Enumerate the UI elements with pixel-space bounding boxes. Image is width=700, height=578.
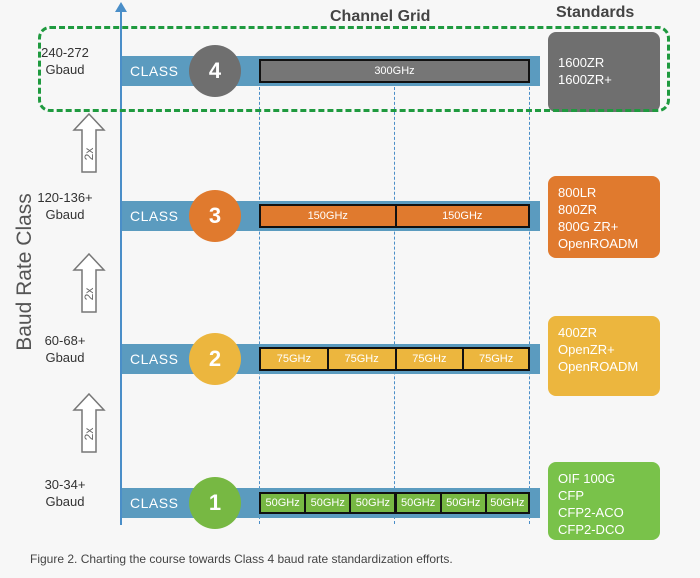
class-3-standards: 800LR 800ZR 800G ZR+ OpenROADM: [548, 176, 660, 258]
class-2-label: CLASS: [130, 351, 179, 367]
standard-item: OpenROADM: [558, 359, 639, 374]
class-2-standards: 400ZR OpenZR+ OpenROADM: [548, 316, 660, 396]
grid-guide-mid: [394, 62, 395, 524]
channel-cell: 75GHz: [326, 347, 397, 371]
baud-rate-unit: Gbaud: [45, 350, 85, 365]
baud-rate-value: 30-34+: [44, 477, 86, 492]
standards-header: Standards: [556, 4, 635, 21]
channel-cell: 50GHz: [304, 492, 352, 514]
figure-caption: Figure 2. Charting the course towards Cl…: [30, 552, 453, 566]
channel-cell: 50GHz: [259, 492, 307, 514]
standard-item: OIF 100G: [558, 471, 616, 486]
standard-item: 1600ZR: [558, 55, 605, 70]
class-3-label: CLASS: [130, 208, 179, 224]
doubling-arrow-icon: 2x: [72, 252, 106, 313]
baud-rate-value: 240-272: [41, 45, 89, 60]
channel-cell: 50GHz: [439, 492, 487, 514]
y-axis-arrow-icon: [115, 2, 127, 12]
channel-cell: 50GHz: [484, 492, 530, 514]
doubling-arrow-icon: 2x: [72, 112, 106, 173]
y-axis: [120, 10, 122, 525]
baud-rate-unit: Gbaud: [45, 207, 85, 222]
class-1-badge: 1: [189, 477, 241, 529]
channel-cell: 50GHz: [349, 492, 397, 514]
baud-rate-unit: Gbaud: [45, 494, 85, 509]
multiplier-label: 2x: [82, 148, 96, 161]
up-arrow-shape: 2x: [72, 112, 106, 173]
channel-cell: 150GHz: [259, 204, 397, 228]
channel-cell: 75GHz: [394, 347, 465, 371]
class-4-highlight-box: [38, 26, 670, 112]
class-2-badge: 2: [189, 333, 241, 385]
standard-item: OpenZR+: [558, 342, 615, 357]
baud-rate-label: 120-136+ Gbaud: [10, 189, 120, 223]
multiplier-label: 2x: [82, 288, 96, 301]
channel-grid-header: Channel Grid: [330, 8, 431, 25]
baud-rate-label: 30-34+ Gbaud: [10, 476, 120, 510]
class-1-label: CLASS: [130, 495, 179, 511]
standard-item: CFP2-ACO: [558, 505, 624, 520]
class-1-standards: OIF 100G CFP CFP2-ACO CFP2-DCO: [548, 462, 660, 540]
baud-rate-label: 60-68+ Gbaud: [10, 332, 120, 366]
channel-cell: 75GHz: [259, 347, 329, 371]
grid-guide-right: [529, 62, 530, 524]
channel-cell: 75GHz: [462, 347, 530, 371]
standard-item: 1600ZR+: [558, 72, 612, 87]
baud-rate-value: 120-136+: [37, 190, 93, 205]
multiplier-label: 2x: [82, 428, 96, 441]
channel-cell: 150GHz: [394, 204, 530, 228]
standard-item: OpenROADM: [558, 236, 639, 251]
standard-item: 800G ZR+: [558, 219, 619, 234]
baud-rate-value: 60-68+: [44, 333, 86, 348]
up-arrow-shape: 2x: [72, 392, 106, 453]
standard-item: 800ZR: [558, 202, 598, 217]
class-4-standards: 1600ZR 1600ZR+: [548, 32, 660, 112]
class-3-badge: 3: [189, 190, 241, 242]
standard-item: 800LR: [558, 185, 597, 200]
standard-item: CFP: [558, 488, 584, 503]
grid-guide-left: [259, 62, 260, 524]
channel-cell: 50GHz: [394, 492, 442, 514]
class-4-label: CLASS: [130, 63, 179, 79]
class-4-badge: 4: [189, 45, 241, 97]
doubling-arrow-icon: 2x: [72, 392, 106, 453]
standard-item: 400ZR: [558, 325, 598, 340]
baud-rate-unit: Gbaud: [45, 62, 85, 77]
up-arrow-shape: 2x: [72, 252, 106, 313]
standard-item: CFP2-DCO: [558, 522, 625, 537]
channel-cell: 300GHz: [259, 59, 530, 83]
